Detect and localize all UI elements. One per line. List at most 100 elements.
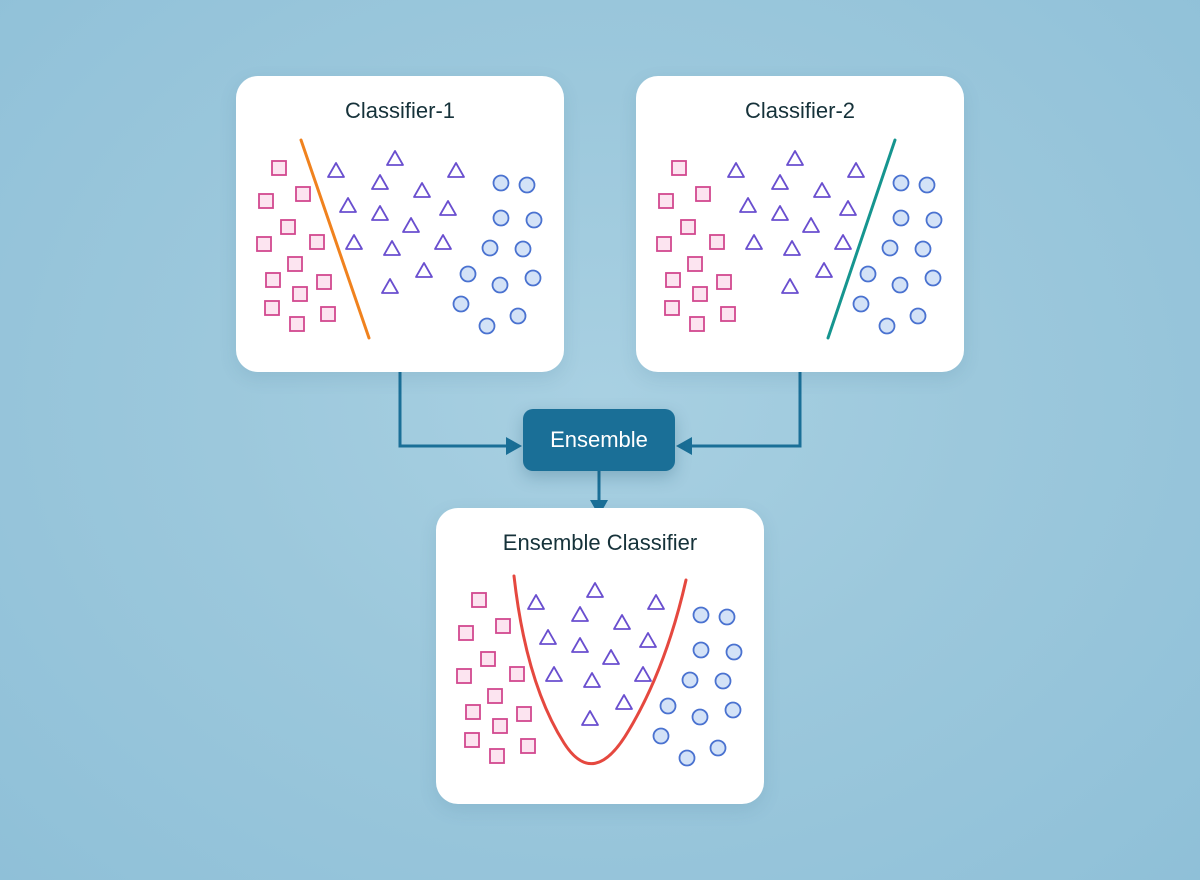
triangle-point-icon [439,200,457,216]
triangle-point-icon [771,205,789,221]
circle-point-icon [652,727,670,745]
square-point-icon [456,668,472,684]
circle-point-icon [892,174,910,192]
square-point-icon [520,738,536,754]
triangle-point-icon [413,182,431,198]
triangle-point-icon [802,217,820,233]
square-point-icon [265,272,281,288]
circle-point-icon [524,269,542,287]
decision-boundary-line [826,138,897,340]
triangle-point-icon [647,594,665,610]
circle-point-icon [518,176,536,194]
triangle-point-icon [815,262,833,278]
square-point-icon [464,732,480,748]
classifier-1-plot [256,138,543,340]
triangle-point-icon [771,174,789,190]
square-point-icon [509,666,525,682]
triangle-point-icon [345,234,363,250]
square-point-icon [665,272,681,288]
circle-point-icon [925,211,943,229]
triangle-point-icon [613,614,631,630]
circle-point-icon [881,239,899,257]
circle-point-icon [525,211,543,229]
circle-point-icon [714,672,732,690]
triangle-point-icon [602,649,620,665]
square-point-icon [516,706,532,722]
square-point-icon [316,274,332,290]
triangle-point-icon [581,710,599,726]
triangle-point-icon [813,182,831,198]
ensemble-classifier-title: Ensemble Classifier [502,530,698,555]
circle-point-icon [681,671,699,689]
square-point-icon [471,592,487,608]
triangle-point-icon [539,629,557,645]
circle-point-icon [659,697,677,715]
circle-point-icon [859,265,877,283]
circle-point-icon [709,739,727,757]
circle-point-icon [852,295,870,313]
triangle-point-icon [786,150,804,166]
square-point-icon [489,748,505,764]
arrow-head-icon [506,437,522,455]
square-point-icon [687,256,703,272]
circle-point-icon [678,749,696,767]
triangle-point-icon [447,162,465,178]
circle-point-icon [724,701,742,719]
circle-point-icon [514,240,532,258]
circle-point-icon [491,276,509,294]
circle-point-icon [452,295,470,313]
circle-point-icon [725,643,743,661]
square-point-icon [295,186,311,202]
square-point-icon [309,234,325,250]
triangle-point-icon [371,174,389,190]
triangle-point-icon [615,694,633,710]
triangle-point-icon [434,234,452,250]
circle-point-icon [914,240,932,258]
classifier-2-plot [656,138,943,340]
square-point-icon [656,236,672,252]
triangle-point-icon [783,240,801,256]
square-point-icon [658,193,674,209]
square-point-icon [320,306,336,322]
triangle-point-icon [415,262,433,278]
connector-classifier-1-to-ensemble [398,372,510,448]
square-point-icon [480,651,496,667]
triangle-point-icon [371,205,389,221]
circle-point-icon [891,276,909,294]
ensemble-label: Ensemble [550,427,648,452]
triangle-point-icon [402,217,420,233]
triangle-point-icon [571,606,589,622]
square-point-icon [709,234,725,250]
triangle-point-icon [583,672,601,688]
ensemble-classifier-plot [456,574,743,767]
triangle-point-icon [571,637,589,653]
triangle-point-icon [639,632,657,648]
triangle-point-icon [386,150,404,166]
triangle-point-icon [834,234,852,250]
connector-classifier-2-to-ensemble [690,372,802,448]
square-point-icon [280,219,296,235]
classifier-1-card: Classifier-1 [236,76,564,372]
square-point-icon [716,274,732,290]
circle-point-icon [718,608,736,626]
classifier-1-title: Classifier-1 [344,98,456,123]
ensemble-node: Ensemble [523,409,675,471]
classifier-2-title: Classifier-2 [744,98,856,123]
triangle-point-icon [839,200,857,216]
triangle-point-icon [634,666,652,682]
square-point-icon [720,306,736,322]
circle-point-icon [692,641,710,659]
arrow-head-icon [676,437,692,455]
square-point-icon [292,286,308,302]
triangle-point-icon [586,582,604,598]
circle-point-icon [691,708,709,726]
triangle-point-icon [381,278,399,294]
square-point-icon [689,316,705,332]
circle-point-icon [878,317,896,335]
triangle-point-icon [545,666,563,682]
triangle-point-icon [383,240,401,256]
triangle-point-icon [339,197,357,213]
circle-point-icon [892,209,910,227]
circle-point-icon [692,606,710,624]
circle-point-icon [478,317,496,335]
